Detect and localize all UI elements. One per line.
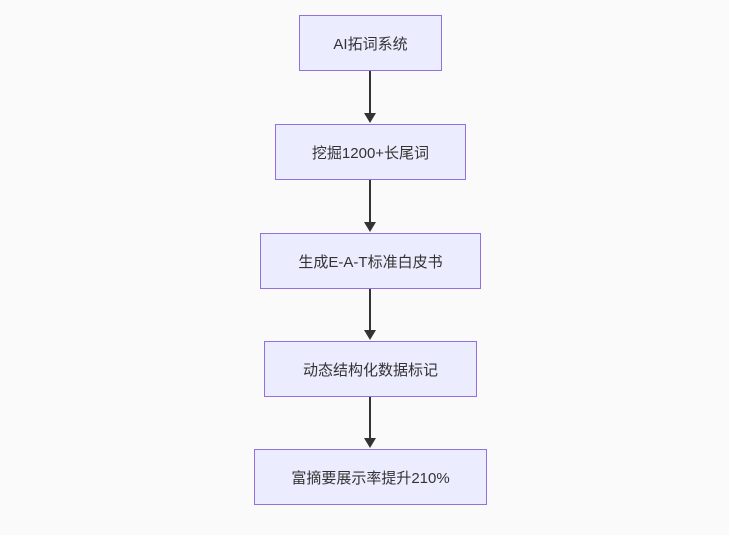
flow-node-label: 挖掘1200+长尾词 [311, 144, 430, 162]
flow-node-longtail-mining: 挖掘1200+长尾词 [275, 124, 466, 180]
flow-node-structured-data-markup: 动态结构化数据标记 [264, 341, 477, 397]
flow-node-rich-snippet-result: 富摘要展示率提升210% [254, 449, 487, 505]
arrowhead-icon [364, 438, 376, 448]
arrowhead-icon [364, 113, 376, 123]
flow-node-label: 动态结构化数据标记 [302, 361, 438, 379]
arrowhead-icon [364, 222, 376, 232]
edge-line-d-e [369, 397, 371, 438]
flow-node-label: 生成E-A-T标准白皮书 [298, 253, 443, 271]
edge-line-a-b [369, 71, 371, 113]
flow-node-label: 富摘要展示率提升210% [291, 469, 450, 487]
flow-node-ai-keyword-system: AI拓词系统 [299, 15, 442, 71]
flow-node-eat-whitepaper: 生成E-A-T标准白皮书 [260, 233, 481, 289]
arrowhead-icon [364, 330, 376, 340]
edge-line-c-d [369, 289, 371, 330]
flow-node-label: AI拓词系统 [333, 35, 408, 53]
edge-line-b-c [369, 180, 371, 222]
